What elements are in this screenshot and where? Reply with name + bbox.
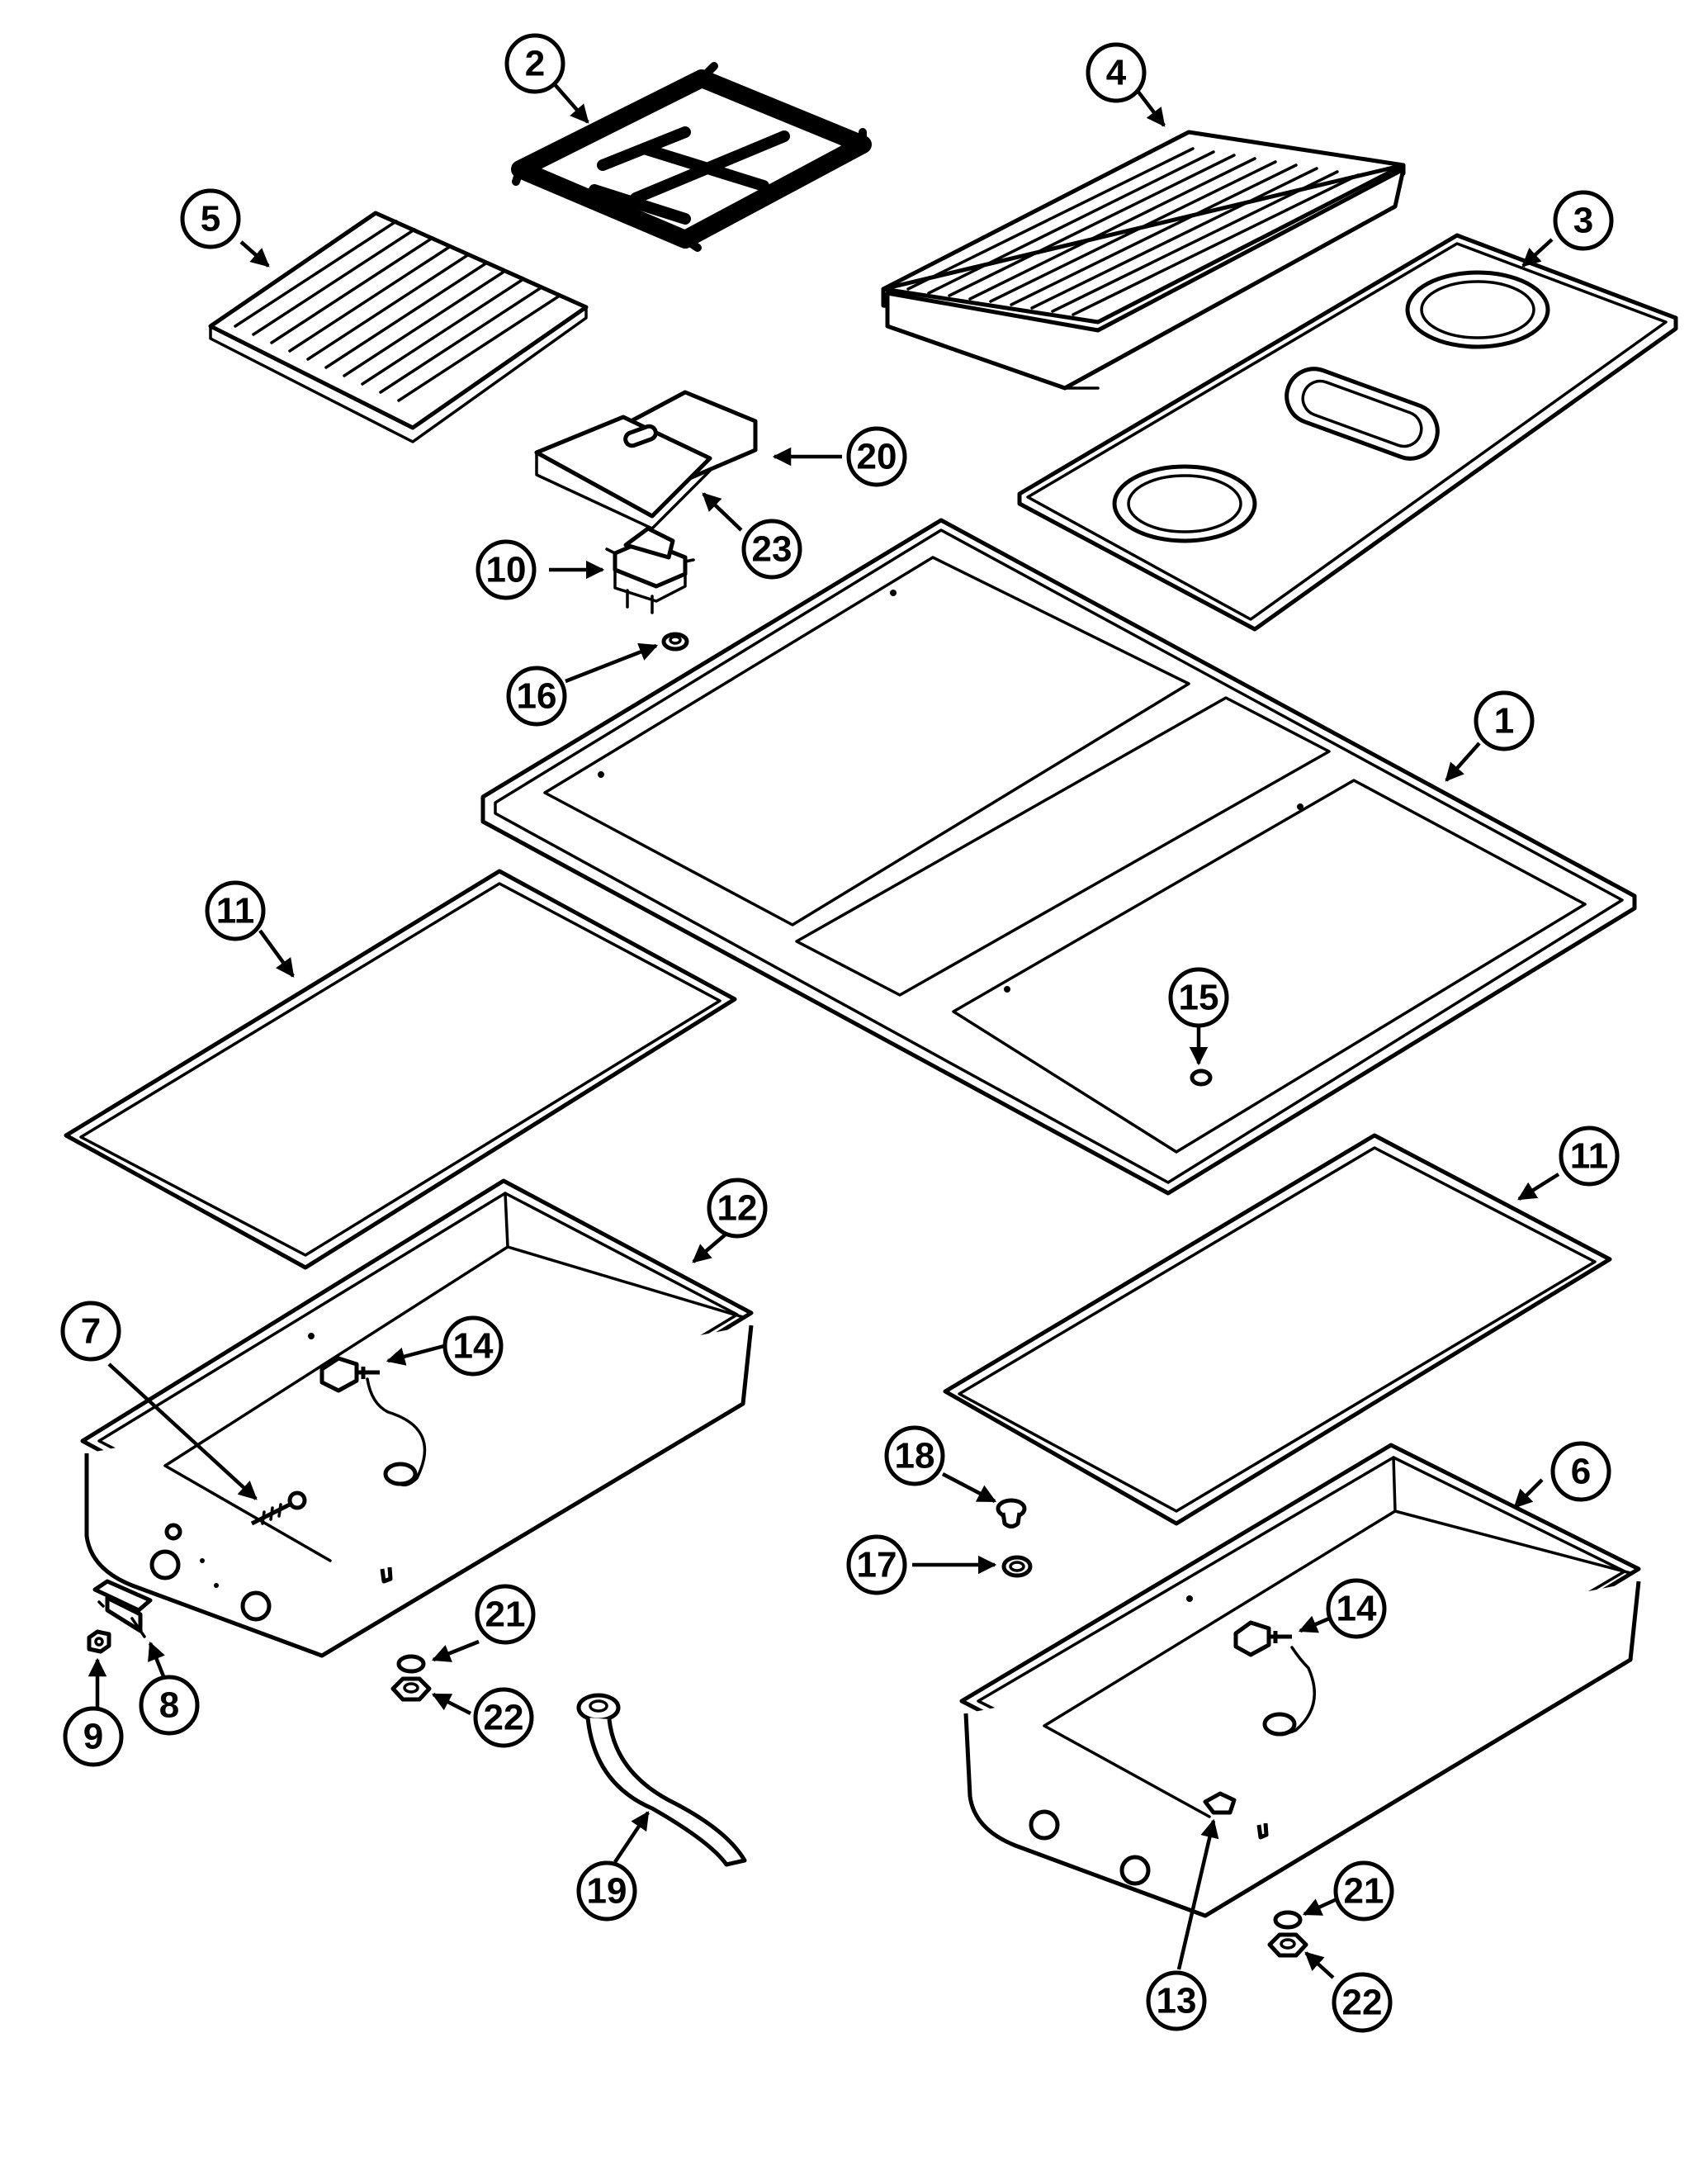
callout-17: 17	[846, 1534, 907, 1595]
svg-text:22: 22	[484, 1698, 524, 1738]
svg-text:23: 23	[752, 529, 792, 570]
svg-text:11: 11	[216, 891, 255, 931]
callout-5: 5	[180, 188, 241, 249]
part-17-ring	[1001, 1555, 1033, 1578]
svg-text:5: 5	[201, 199, 220, 239]
callout-20: 20	[846, 426, 907, 487]
callout-14-right: 14	[1326, 1578, 1387, 1639]
part-21-22-washer-nut-right	[1267, 1910, 1308, 1958]
callout-21-left: 21	[475, 1584, 536, 1645]
svg-text:15: 15	[1179, 978, 1219, 1018]
svg-text:3: 3	[1573, 201, 1593, 241]
part-13-clip	[1203, 1791, 1237, 1815]
callout-10: 10	[475, 539, 537, 600]
svg-text:21: 21	[1344, 1871, 1384, 1912]
callout-1: 1	[1474, 690, 1535, 751]
part-5-grill-grate-square	[208, 211, 589, 443]
part-4-grill-grate-long	[881, 130, 1406, 391]
callout-15: 15	[1168, 967, 1229, 1028]
callout-22-right: 22	[1332, 1972, 1393, 2033]
part-10-switch	[605, 526, 695, 614]
svg-text:16: 16	[517, 676, 557, 717]
svg-text:22: 22	[1342, 1983, 1383, 2023]
callout-16: 16	[506, 666, 567, 727]
svg-text:20: 20	[857, 437, 897, 477]
callout-12: 12	[707, 1178, 768, 1239]
callout-11-right: 11	[1559, 1126, 1620, 1187]
part-14-igniter-right	[1233, 1620, 1316, 1737]
callout-6: 6	[1550, 1441, 1611, 1502]
svg-text:13: 13	[1157, 1981, 1197, 2021]
svg-text:17: 17	[857, 1545, 897, 1585]
part-14-igniter-left	[319, 1356, 427, 1487]
svg-text:18: 18	[895, 1436, 935, 1476]
part-11-gasket-left	[64, 869, 737, 1270]
callout-19: 19	[576, 1860, 637, 1922]
part-8-bracket	[92, 1579, 153, 1638]
part-6-drip-pan-right	[959, 1443, 1641, 1918]
svg-text:7: 7	[81, 1311, 101, 1352]
svg-text:21: 21	[485, 1595, 526, 1635]
svg-text:8: 8	[159, 1685, 179, 1726]
callout-14-left: 14	[442, 1315, 504, 1377]
part-7-screw	[250, 1490, 307, 1526]
svg-text:9: 9	[83, 1717, 103, 1757]
svg-text:1: 1	[1494, 701, 1514, 742]
callout-21-right: 21	[1333, 1860, 1394, 1922]
part-19-gas-tube	[576, 1693, 747, 1867]
callout-8: 8	[139, 1675, 200, 1736]
part-16-grommet	[661, 632, 689, 652]
svg-text:19: 19	[587, 1871, 627, 1912]
callout-22-left: 22	[473, 1687, 534, 1748]
part-3-cooktop-panel	[1017, 233, 1678, 632]
part-21-22-washer-nut-left	[390, 1654, 432, 1702]
svg-text:10: 10	[486, 550, 527, 590]
callout-23: 23	[741, 519, 802, 580]
callout-11-left: 11	[205, 880, 266, 941]
callout-3: 3	[1553, 190, 1614, 251]
svg-text:6: 6	[1571, 1452, 1591, 1492]
svg-text:14: 14	[453, 1326, 494, 1367]
svg-text:14: 14	[1337, 1589, 1377, 1629]
part-12-drip-pan-left	[80, 1178, 754, 1658]
part-1-main-frame	[480, 518, 1637, 1196]
callout-18: 18	[884, 1425, 945, 1486]
part-2-burner-grate	[511, 62, 872, 252]
part-11-gasket-right	[943, 1133, 1612, 1526]
leader-lines	[88, 81, 1560, 1979]
part-9-nut	[87, 1629, 111, 1654]
svg-text:12: 12	[717, 1188, 758, 1229]
svg-text:11: 11	[1570, 1136, 1609, 1177]
part-20-23-vent-cover	[534, 390, 758, 530]
callout-13: 13	[1146, 1970, 1207, 2031]
callout-4: 4	[1086, 42, 1147, 103]
callout-9: 9	[63, 1706, 124, 1767]
callout-7: 7	[60, 1301, 121, 1362]
svg-text:2: 2	[525, 44, 545, 84]
callout-2: 2	[504, 33, 565, 94]
svg-text:4: 4	[1106, 53, 1127, 93]
part-18-fitting	[996, 1498, 1027, 1528]
